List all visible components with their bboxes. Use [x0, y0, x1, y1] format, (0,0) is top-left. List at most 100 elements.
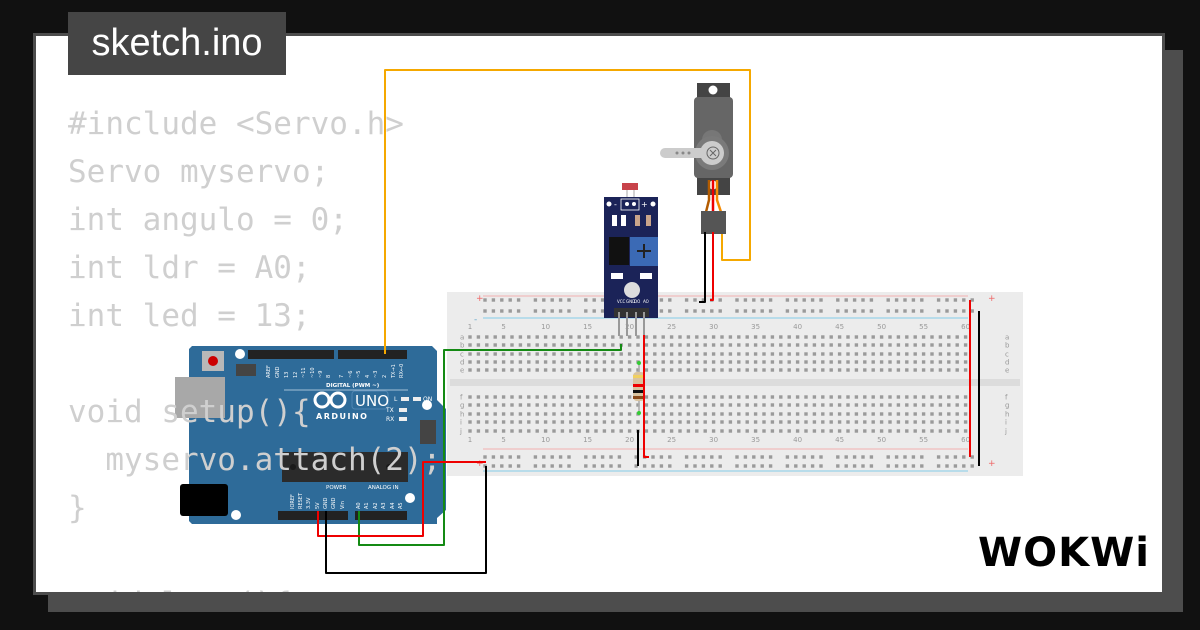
rail-hole[interactable] [701, 298, 706, 302]
breadboard-hole[interactable] [753, 420, 758, 424]
breadboard-hole[interactable] [913, 335, 917, 339]
breadboard-hole[interactable] [745, 368, 749, 372]
breadboard-hole[interactable] [594, 335, 598, 339]
breadboard-hole[interactable] [829, 395, 833, 399]
breadboard-hole[interactable] [611, 412, 615, 416]
rail-hole[interactable] [945, 455, 949, 459]
breadboard-hole[interactable] [947, 412, 951, 416]
breadboard-hole[interactable] [543, 420, 548, 424]
breadboard-hole[interactable] [896, 343, 901, 347]
rail-hole[interactable] [584, 309, 588, 313]
breadboard-hole[interactable] [762, 335, 766, 339]
breadboard-hole[interactable] [938, 335, 943, 339]
rail-hole[interactable] [819, 455, 823, 459]
rail-hole[interactable] [836, 455, 840, 459]
breadboard-hole[interactable] [812, 395, 817, 399]
breadboard-hole[interactable] [493, 343, 497, 347]
breadboard-hole[interactable] [905, 403, 909, 407]
breadboard-hole[interactable] [468, 368, 472, 372]
rail-hole[interactable] [609, 455, 613, 459]
breadboard-hole[interactable] [963, 335, 968, 339]
breadboard-hole[interactable] [938, 429, 943, 433]
rail-hole[interactable] [710, 464, 714, 468]
rail-hole[interactable] [945, 464, 949, 468]
digital-header-right[interactable] [338, 350, 407, 359]
rail-hole[interactable] [794, 298, 798, 302]
rail-hole[interactable] [819, 309, 823, 313]
breadboard-hole[interactable] [728, 343, 733, 347]
breadboard-hole[interactable] [510, 335, 514, 339]
breadboard-hole[interactable] [770, 412, 775, 416]
breadboard-hole[interactable] [468, 395, 472, 399]
breadboard-hole[interactable] [678, 429, 682, 433]
breadboard-hole[interactable] [711, 368, 716, 372]
breadboard-hole[interactable] [653, 360, 657, 364]
breadboard-hole[interactable] [518, 352, 523, 356]
breadboard-hole[interactable] [905, 420, 909, 424]
breadboard-hole[interactable] [686, 412, 691, 416]
breadboard-hole[interactable] [686, 420, 691, 424]
rail-hole[interactable] [802, 464, 806, 468]
rail-hole[interactable] [768, 464, 773, 468]
breadboard-hole[interactable] [812, 412, 817, 416]
rail-hole[interactable] [584, 455, 588, 459]
breadboard-hole[interactable] [762, 412, 766, 416]
rail-hole[interactable] [500, 455, 504, 459]
breadboard-hole[interactable] [753, 412, 758, 416]
breadboard-hole[interactable] [602, 420, 607, 424]
rail-hole[interactable] [684, 455, 689, 459]
breadboard-hole[interactable] [602, 360, 607, 364]
wire-servo-vcc[interactable] [710, 232, 714, 301]
breadboard-hole[interactable] [905, 360, 909, 364]
breadboard-hole[interactable] [745, 420, 749, 424]
breadboard-hole[interactable] [669, 343, 674, 347]
rail-hole[interactable] [886, 309, 890, 313]
rail-hole[interactable] [894, 455, 899, 459]
breadboard-hole[interactable] [594, 420, 598, 424]
rail-hole[interactable] [718, 464, 722, 468]
breadboard-hole[interactable] [955, 352, 959, 356]
breadboard-hole[interactable] [703, 343, 707, 347]
breadboard-hole[interactable] [602, 395, 607, 399]
rail-hole[interactable] [558, 455, 563, 459]
rail-hole[interactable] [693, 455, 697, 459]
breadboard-hole[interactable] [468, 343, 472, 347]
rail-hole[interactable] [617, 455, 622, 459]
breadboard-hole[interactable] [644, 395, 649, 399]
rail-hole[interactable] [760, 455, 764, 459]
breadboard-hole[interactable] [560, 429, 565, 433]
breadboard-hole[interactable] [644, 420, 649, 424]
rail-hole[interactable] [592, 455, 596, 459]
breadboard-hole[interactable] [703, 420, 707, 424]
breadboard-hole[interactable] [510, 343, 514, 347]
breadboard-hole[interactable] [627, 403, 632, 407]
breadboard-hole[interactable] [543, 395, 548, 399]
rail-hole[interactable] [491, 464, 496, 468]
breadboard-hole[interactable] [921, 335, 926, 339]
breadboard-hole[interactable] [728, 429, 733, 433]
rail-hole[interactable] [768, 455, 773, 459]
rail-hole[interactable] [684, 298, 689, 302]
rail-hole[interactable] [659, 298, 664, 302]
rail-hole[interactable] [962, 464, 966, 468]
rail-hole[interactable] [659, 464, 664, 468]
rail-hole[interactable] [693, 464, 697, 468]
rail-hole[interactable] [491, 309, 496, 313]
breadboard-hole[interactable] [569, 395, 573, 399]
breadboard-hole[interactable] [501, 352, 506, 356]
breadboard-hole[interactable] [577, 429, 581, 433]
breadboard-hole[interactable] [560, 335, 565, 339]
breadboard-hole[interactable] [905, 412, 909, 416]
breadboard-hole[interactable] [678, 360, 682, 364]
breadboard-hole[interactable] [871, 343, 875, 347]
breadboard-hole[interactable] [888, 352, 892, 356]
rail-hole[interactable] [920, 309, 924, 313]
rail-hole[interactable] [802, 309, 806, 313]
breadboard-hole[interactable] [569, 343, 573, 347]
breadboard-hole[interactable] [535, 412, 539, 416]
rail-hole[interactable] [550, 309, 554, 313]
rail-hole[interactable] [836, 309, 840, 313]
rail-hole[interactable] [903, 309, 907, 313]
breadboard-hole[interactable] [795, 403, 800, 407]
breadboard-hole[interactable] [585, 429, 590, 433]
